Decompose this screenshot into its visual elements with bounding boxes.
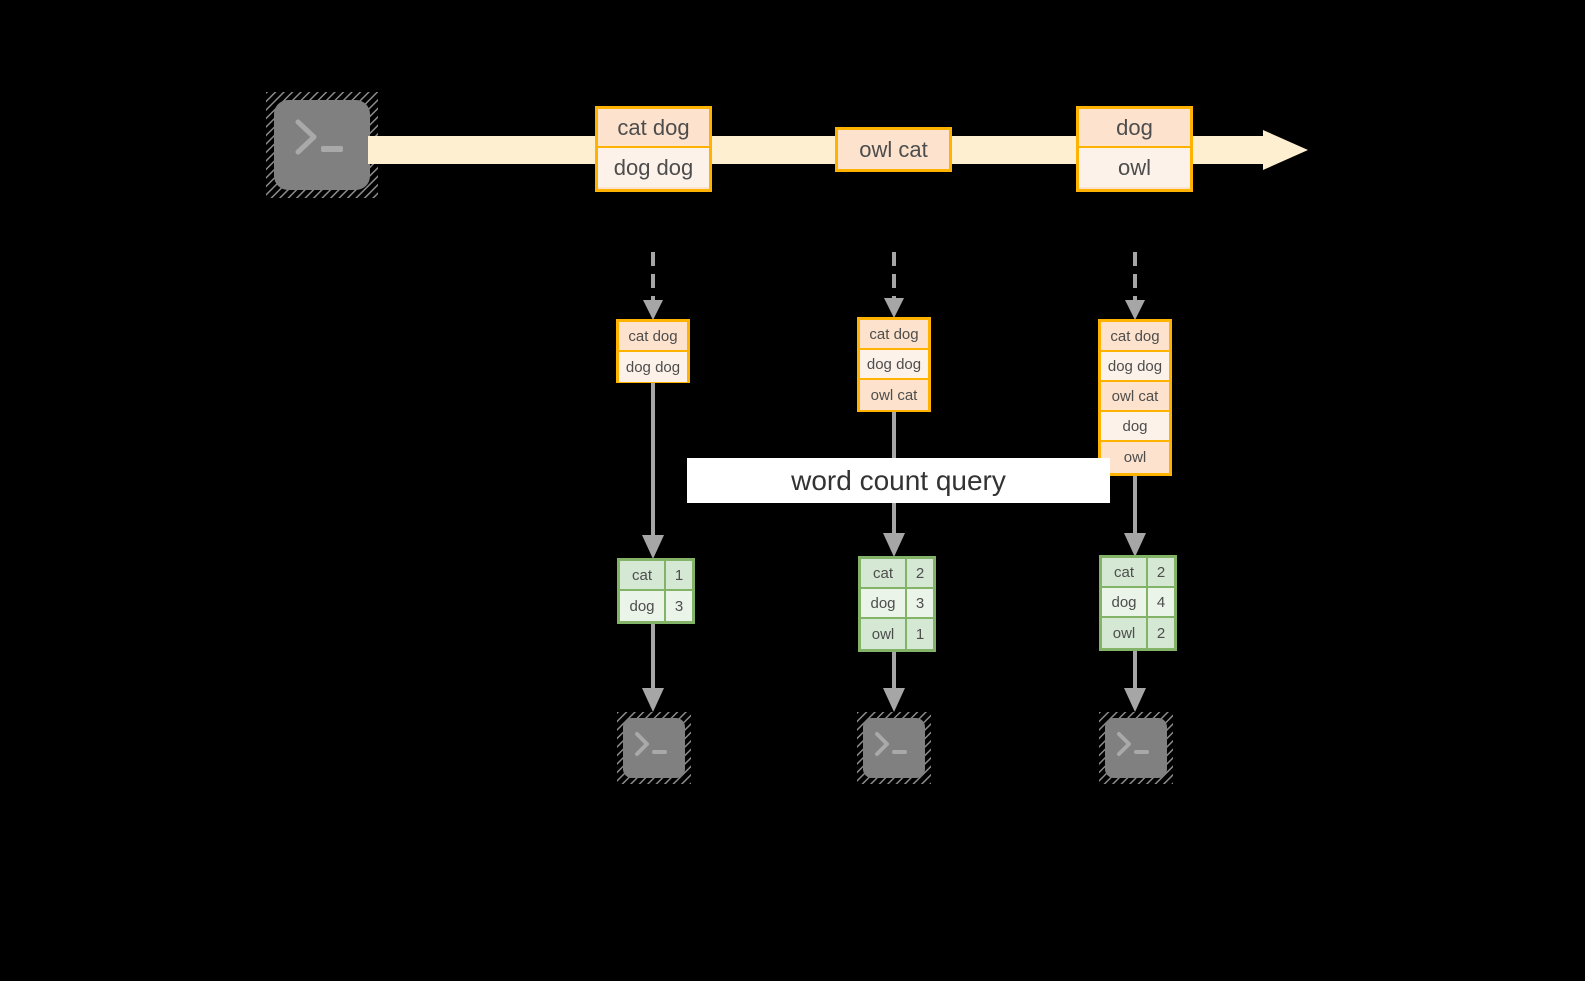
- pipeline-2-sink-connector: [879, 652, 909, 712]
- pipeline-3-sink-terminal-icon: [1099, 712, 1173, 784]
- table-cell-word: owl: [1102, 618, 1148, 648]
- stream-message: owl: [1079, 148, 1190, 187]
- table-cell-word: owl: [861, 619, 907, 649]
- table-row: dog 4: [1102, 588, 1174, 618]
- table-row: owl 2: [1102, 618, 1174, 648]
- table-cell-word: cat: [861, 559, 907, 587]
- table-cell-count: 3: [666, 591, 692, 621]
- table-cell-count: 2: [1148, 618, 1174, 648]
- table-cell-count: 1: [666, 561, 692, 589]
- pipeline-1-query-connector: [638, 383, 668, 559]
- stream-message: dog dog: [598, 148, 709, 187]
- table-row: cat 2: [1102, 558, 1174, 588]
- pipeline-2-sink-terminal-icon: [857, 712, 931, 784]
- stream-message: owl cat: [838, 130, 949, 169]
- stream-group-3[interactable]: dog owl: [1076, 106, 1193, 192]
- pipeline-2-input-connector: [879, 252, 909, 318]
- pipeline-message: dog dog: [1101, 352, 1169, 382]
- table-cell-count: 2: [1148, 558, 1174, 586]
- stream-message: cat dog: [598, 109, 709, 148]
- table-cell-count: 3: [907, 589, 933, 617]
- pipeline-message: cat dog: [1101, 322, 1169, 352]
- pipeline-2-input-stack[interactable]: cat dog dog dog owl cat: [857, 317, 931, 412]
- pipeline-3-result-table[interactable]: cat 2 dog 4 owl 2: [1099, 555, 1177, 651]
- pipeline-message: cat dog: [860, 320, 928, 350]
- pipeline-message: owl: [1101, 442, 1169, 472]
- pipeline-message: dog: [1101, 412, 1169, 442]
- table-row: cat 1: [620, 561, 692, 591]
- stream-message: dog: [1079, 109, 1190, 148]
- pipeline-message: cat dog: [619, 322, 687, 352]
- stream-group-1[interactable]: cat dog dog dog: [595, 106, 712, 192]
- pipeline-2-result-table[interactable]: cat 2 dog 3 owl 1: [858, 556, 936, 652]
- pipeline-3-sink-connector: [1120, 651, 1150, 712]
- pipeline-1-result-table[interactable]: cat 1 dog 3: [617, 558, 695, 624]
- pipeline-1-input-stack[interactable]: cat dog dog dog: [616, 319, 690, 383]
- query-label: word count query: [687, 458, 1110, 503]
- table-cell-word: dog: [620, 591, 666, 621]
- table-cell-count: 4: [1148, 588, 1174, 616]
- pipeline-message: owl cat: [1101, 382, 1169, 412]
- pipeline-message: owl cat: [860, 380, 928, 410]
- pipeline-3-input-stack[interactable]: cat dog dog dog owl cat dog owl: [1098, 319, 1172, 476]
- stream-group-2[interactable]: owl cat: [835, 127, 952, 172]
- table-cell-word: dog: [1102, 588, 1148, 616]
- table-cell-word: cat: [1102, 558, 1148, 586]
- table-row: dog 3: [620, 591, 692, 621]
- pipeline-1-input-connector: [638, 252, 668, 320]
- table-row: owl 1: [861, 619, 933, 649]
- pipeline-3-input-connector: [1120, 252, 1150, 320]
- pipeline-message: dog dog: [860, 350, 928, 380]
- pipeline-1-sink-connector: [638, 624, 668, 712]
- source-terminal-icon: [266, 92, 378, 198]
- table-row: cat 2: [861, 559, 933, 589]
- pipeline-3-query-connector: [1120, 476, 1150, 557]
- table-cell-word: dog: [861, 589, 907, 617]
- pipeline-1-sink-terminal-icon: [617, 712, 691, 784]
- table-row: dog 3: [861, 589, 933, 619]
- table-cell-count: 2: [907, 559, 933, 587]
- pipeline-message: dog dog: [619, 352, 687, 382]
- table-cell-count: 1: [907, 619, 933, 649]
- table-cell-word: cat: [620, 561, 666, 589]
